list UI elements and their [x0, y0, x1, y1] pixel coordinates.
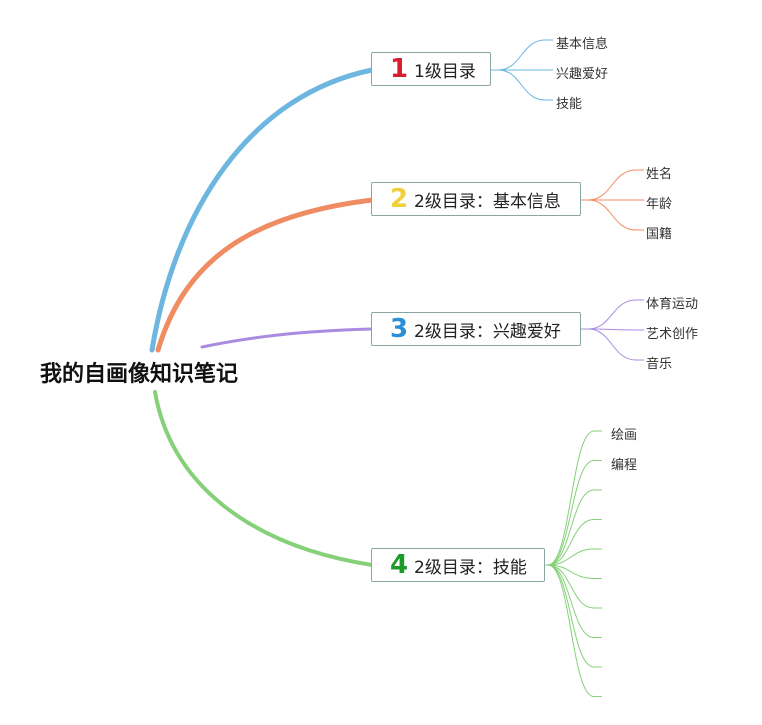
leaf-connector-2-1: [581, 169, 644, 201]
branch-label-3: 2级目录：兴趣爱好: [414, 321, 561, 342]
leaf-connectors: [491, 39, 644, 697]
branch-topic-4[interactable]: 4 2级目录：技能: [371, 548, 545, 582]
root-topic[interactable]: 我的自画像知识笔记: [40, 362, 239, 387]
leaf-connector-3-1: [581, 299, 644, 330]
leaf-1-1[interactable]: 基本信息: [556, 37, 609, 52]
leaf-4-1[interactable]: 绘画: [611, 428, 638, 443]
leaf-connector-4-1: [545, 430, 602, 566]
number-4-badge: 4: [389, 550, 409, 580]
leaf-connector-1-1: [491, 39, 553, 71]
branch-topic-2[interactable]: 2 2级目录：基本信息: [371, 182, 581, 216]
branch-label-1: 1级目录: [414, 61, 476, 82]
leaf-2-3[interactable]: 国籍: [646, 227, 673, 242]
leaf-connector-4-9: [545, 564, 602, 668]
branch-connector-3: [200, 327, 374, 349]
branch-label-4: 2级目录：技能: [414, 557, 527, 578]
leaf-connector-4-4: [545, 519, 602, 566]
number-1-badge: 1: [389, 54, 409, 84]
branch-topic-1[interactable]: 1 1级目录: [371, 52, 491, 86]
branch-connector-4: [153, 390, 374, 567]
leaf-2-2[interactable]: 年龄: [646, 197, 673, 212]
leaf-3-3[interactable]: 音乐: [646, 357, 673, 372]
leaf-connector-2-3: [581, 199, 644, 231]
branch-label-2: 2级目录：基本信息: [414, 191, 561, 212]
leaf-connector-4-10: [545, 564, 602, 697]
leaf-connector-1-3: [491, 69, 553, 101]
leaf-2-1[interactable]: 姓名: [646, 167, 673, 182]
leaf-connector-4-7: [545, 564, 602, 609]
branch-connector-1: [149, 67, 375, 353]
branch-connector-2: [155, 197, 375, 353]
number-2-badge: 2: [389, 184, 409, 214]
leaf-connector-4-2: [545, 460, 602, 566]
branch-topic-3[interactable]: 3 2级目录：兴趣爱好: [371, 312, 581, 346]
number-3-badge: 3: [389, 314, 409, 344]
leaf-connector-4-3: [545, 489, 602, 566]
leaf-1-2[interactable]: 兴趣爱好: [556, 67, 609, 82]
leaf-3-2[interactable]: 艺术创作: [646, 327, 699, 342]
leaf-1-3[interactable]: 技能: [556, 97, 583, 112]
leaf-connector-3-3: [581, 328, 644, 361]
leaf-3-1[interactable]: 体育运动: [646, 297, 699, 312]
leaf-4-2[interactable]: 编程: [611, 458, 638, 473]
